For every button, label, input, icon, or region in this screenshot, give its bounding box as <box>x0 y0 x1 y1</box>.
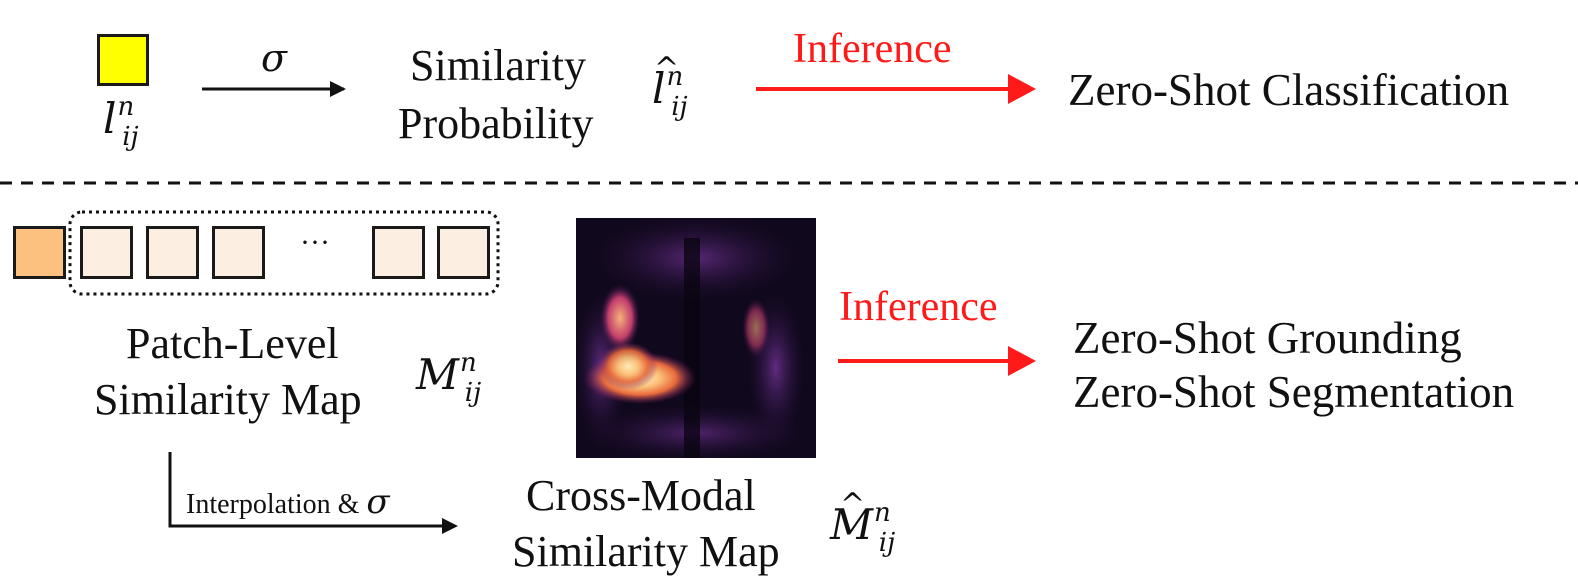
logit-symbol: lnij <box>103 92 139 152</box>
patch-map-line2: Similarity Map <box>94 375 362 424</box>
cross-modal-line1: Cross-Modal <box>526 471 756 520</box>
cross-modal-line2: Similarity Map <box>512 527 780 576</box>
similarity-probability-line2: Probability <box>398 99 594 148</box>
inference-label-top: Inference <box>793 26 952 72</box>
zero-shot-classification: Zero-Shot Classification <box>1068 65 1510 115</box>
similarity-heatmap-image <box>576 218 816 458</box>
inference-label-bottom: Inference <box>839 284 998 330</box>
patch-n <box>437 226 490 279</box>
zero-shot-grounding: Zero-Shot Grounding <box>1073 313 1462 363</box>
patch-group-outline <box>68 210 500 296</box>
zero-shot-segmentation: Zero-Shot Segmentation <box>1073 367 1515 417</box>
patch-3 <box>212 226 265 279</box>
patch-2 <box>146 226 199 279</box>
logit-square <box>97 34 149 86</box>
interpolation-arrow <box>168 452 446 528</box>
cross-modal-symbol: ^Mnij <box>830 487 896 558</box>
cls-patch <box>13 226 66 279</box>
patch-map-line1: Patch-Level <box>126 319 339 368</box>
similarity-probability-line1: Similarity <box>410 41 586 90</box>
patch-n-minus-1 <box>372 226 425 279</box>
interpolation-label: Interpolation & σ <box>186 482 390 522</box>
sigma-label: σ <box>261 36 287 80</box>
patch-map-symbol: Mnij <box>416 348 482 408</box>
probability-symbol: ^lnij <box>652 51 688 122</box>
patch-ellipsis: ··· <box>300 226 330 259</box>
patch-1 <box>80 226 133 279</box>
